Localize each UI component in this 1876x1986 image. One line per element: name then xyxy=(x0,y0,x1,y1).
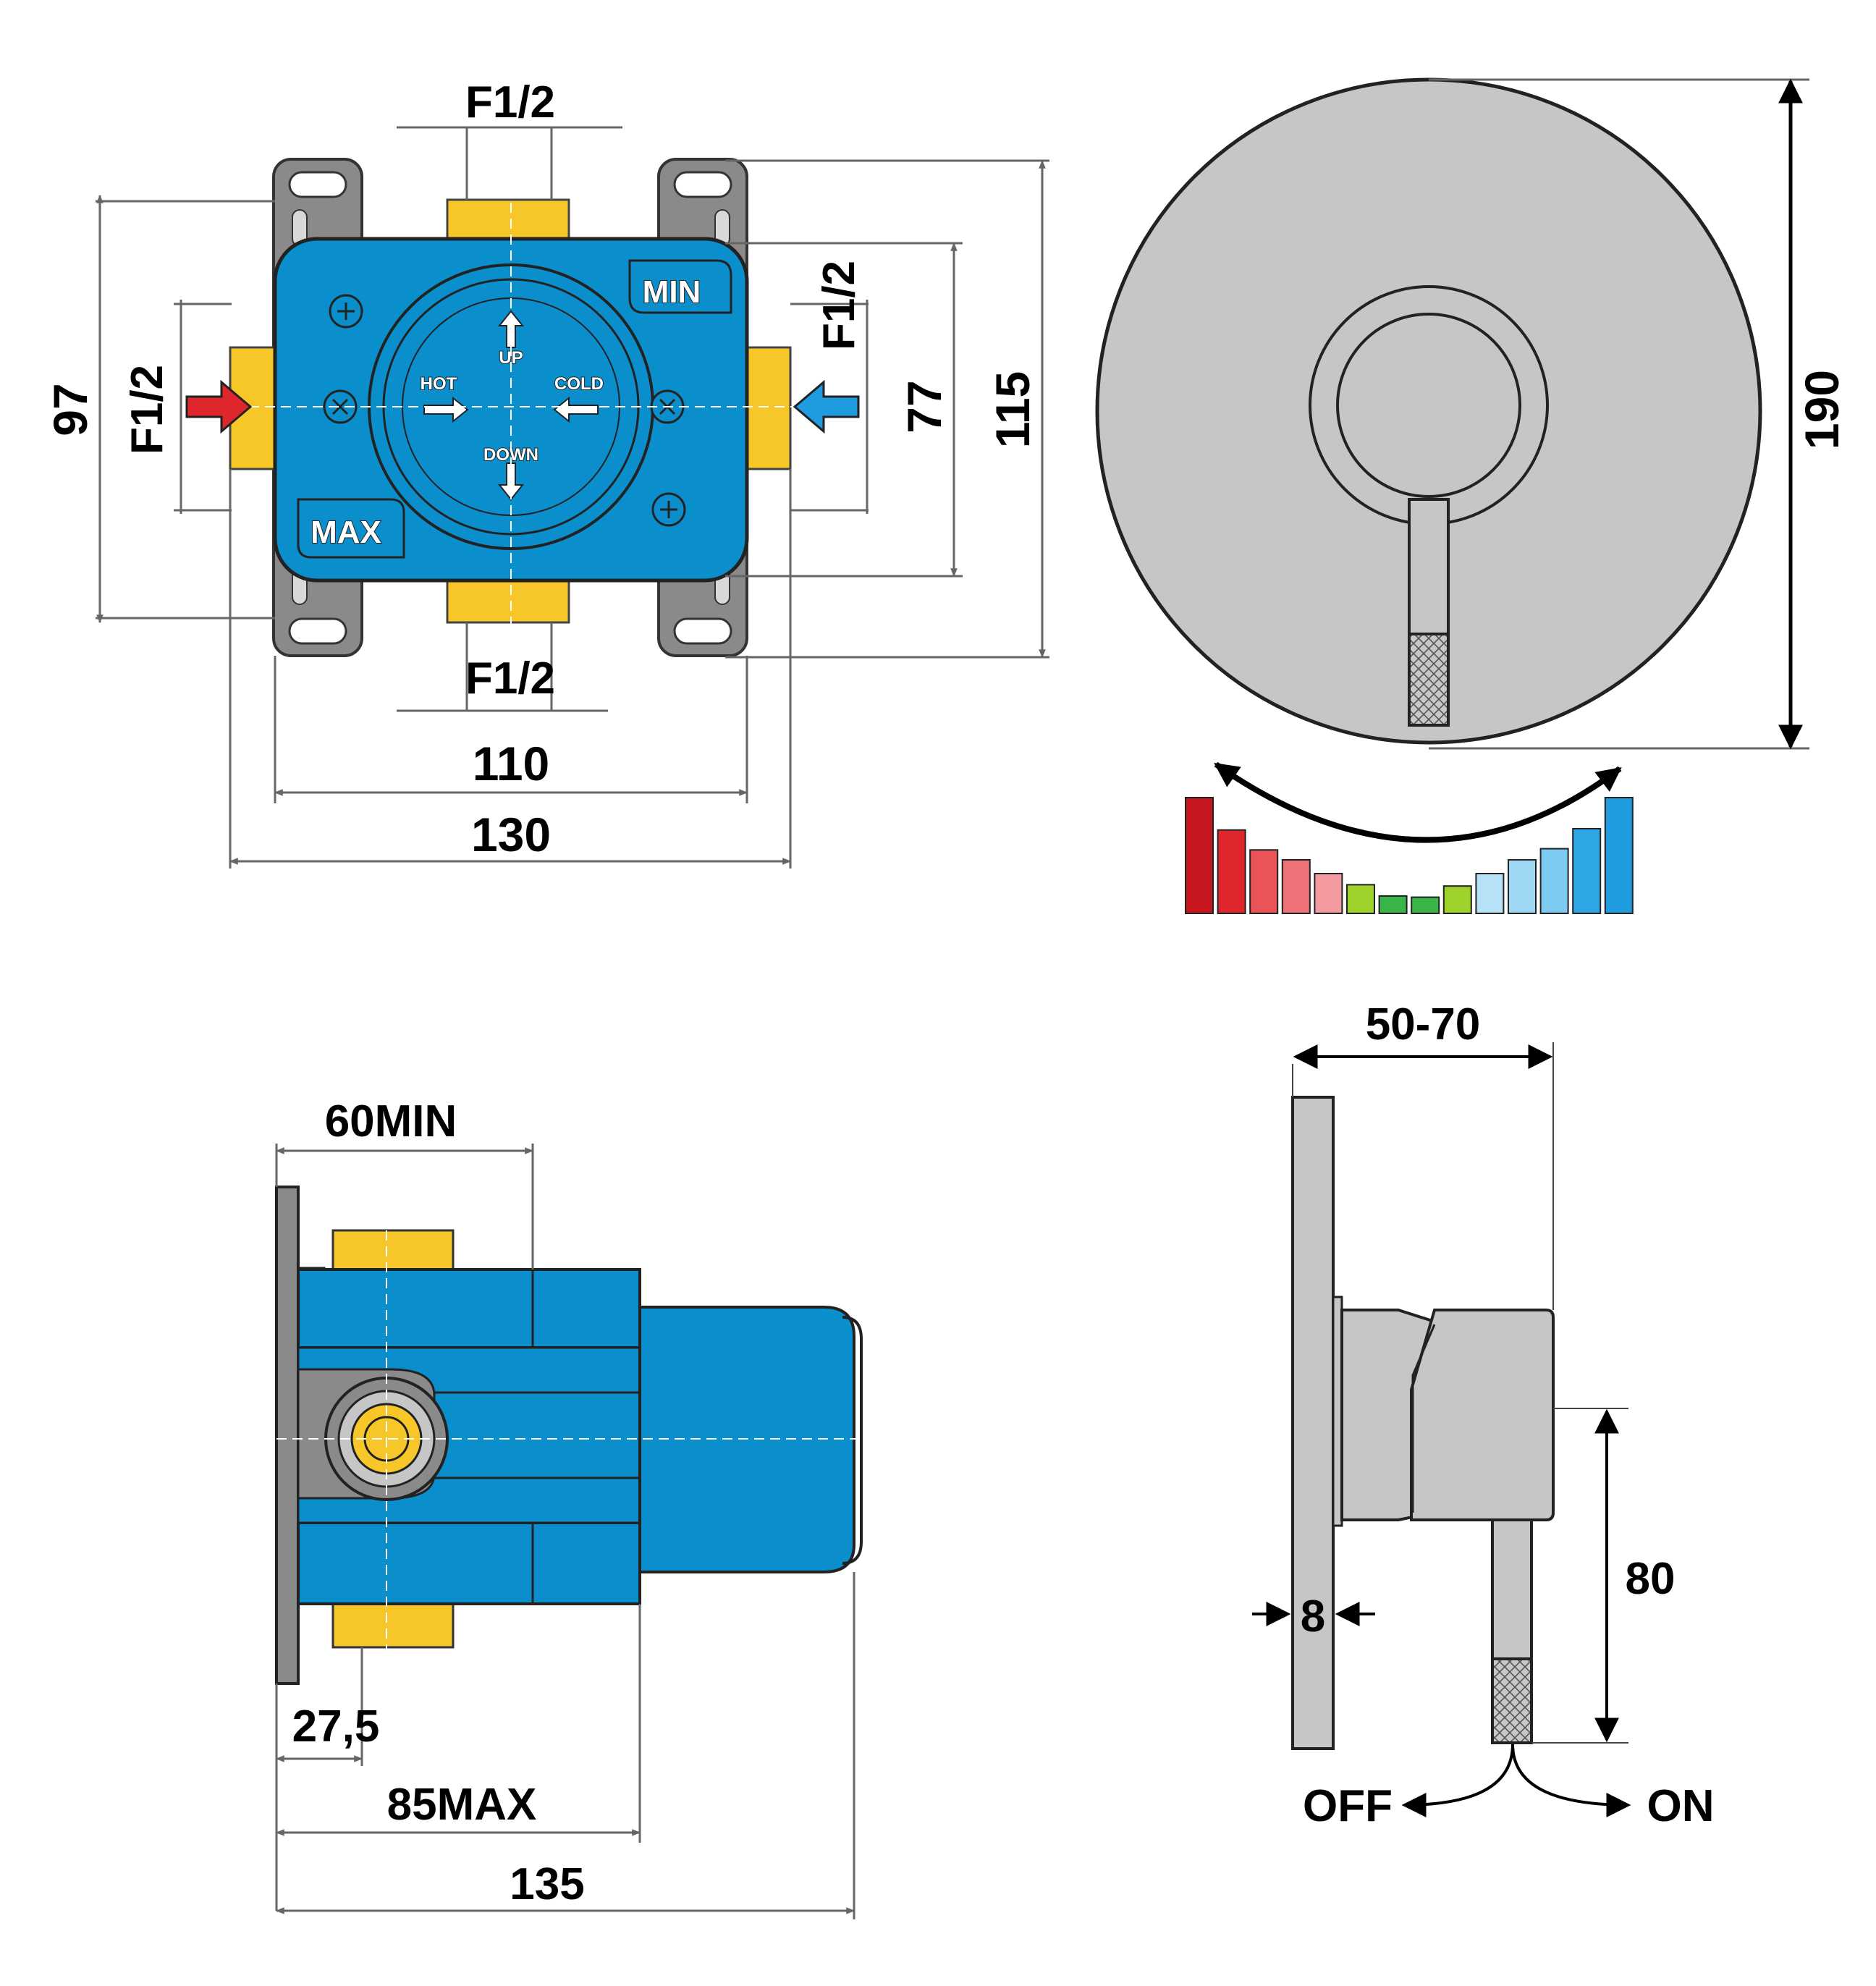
front-cover-view: 190 xyxy=(1095,77,1848,915)
on-arrow xyxy=(1511,1744,1631,1817)
top-view: UP DOWN HOT COLD MIN MAX F1/2 xyxy=(43,77,1049,869)
screw-icon xyxy=(323,389,358,424)
dim-width-110: 110 xyxy=(473,737,549,790)
dim-projection: 50-70 xyxy=(1366,1000,1481,1049)
arrow-left-icon xyxy=(553,396,599,423)
min-stop-outline xyxy=(628,259,732,314)
temperature-bar xyxy=(1604,797,1634,914)
temperature-bar xyxy=(1185,797,1214,914)
side-body-lower xyxy=(297,1521,641,1605)
dim-right-inlet: F1/2 xyxy=(814,261,864,350)
label-on: ON xyxy=(1647,1781,1715,1831)
temperature-bar xyxy=(1314,873,1343,914)
temperature-bar xyxy=(1281,859,1311,914)
profile-lever xyxy=(1491,1518,1533,1660)
dim-plate-8: 8 xyxy=(1301,1592,1325,1641)
fitting-right xyxy=(744,346,792,470)
hot-inlet-arrow-icon xyxy=(185,379,253,434)
screw-icon xyxy=(651,492,686,527)
handle-lever xyxy=(1408,498,1450,635)
dim-top-inlet: F1/2 xyxy=(465,77,555,127)
temperature-bar xyxy=(1346,884,1375,915)
dim-lever-80: 80 xyxy=(1626,1554,1676,1604)
dim-offset: 27,5 xyxy=(292,1702,380,1752)
arrow-right-icon xyxy=(423,396,469,423)
handle-cap xyxy=(1336,313,1521,498)
side-view-dimension-lines xyxy=(275,1144,855,1919)
temperature-bar xyxy=(1508,859,1537,914)
lever-knurled-grip xyxy=(1408,633,1450,727)
off-arrow xyxy=(1401,1744,1514,1817)
dim-height-115: 115 xyxy=(986,371,1039,448)
screw-icon xyxy=(329,294,363,329)
temperature-scale xyxy=(1185,797,1634,915)
temperature-bar xyxy=(1411,896,1440,914)
fitting-bottom xyxy=(446,576,570,624)
dim-left-inlet: F1/2 xyxy=(122,365,172,455)
dim-bottom-inlet: F1/2 xyxy=(465,654,555,703)
dim-height-97: 97 xyxy=(43,383,97,436)
profile-handle-body xyxy=(1410,1309,1555,1521)
wall-bracket xyxy=(275,1186,300,1685)
temperature-bar xyxy=(1378,895,1408,915)
dim-overall-135: 135 xyxy=(510,1859,584,1909)
max-stop-outline xyxy=(297,498,405,559)
label-off: OFF xyxy=(1303,1781,1393,1831)
dim-width-130: 130 xyxy=(471,808,551,861)
side-fitting-bottom xyxy=(331,1602,455,1649)
rotation-arrow xyxy=(1214,761,1622,843)
temperature-bar xyxy=(1217,829,1246,915)
side-view: 60MIN 27,5 85MAX 135 xyxy=(261,1096,876,1919)
profile-knurled-grip xyxy=(1491,1657,1533,1744)
cold-inlet-arrow-icon xyxy=(793,379,860,434)
profile-view: 50-70 80 8 OFF ON xyxy=(1252,1000,1715,1831)
temperature-bar xyxy=(1442,885,1472,914)
profile-plate xyxy=(1291,1096,1335,1750)
label-min: MIN xyxy=(643,274,701,310)
label-max: MAX xyxy=(310,515,381,550)
label-cold: COLD xyxy=(554,374,604,394)
dim-depth-min: 60MIN xyxy=(325,1096,457,1146)
dim-depth-max: 85MAX xyxy=(387,1780,537,1830)
dim-height-77: 77 xyxy=(897,380,951,433)
temperature-bar xyxy=(1249,849,1279,915)
temperature-bar xyxy=(1572,828,1602,914)
temperature-bar xyxy=(1539,848,1569,914)
label-hot: HOT xyxy=(421,374,457,394)
dim-diameter-190: 190 xyxy=(1795,370,1848,449)
top-view-dimension-lines xyxy=(96,126,1049,869)
temperature-bar xyxy=(1475,873,1505,914)
side-body-upper xyxy=(297,1268,641,1349)
